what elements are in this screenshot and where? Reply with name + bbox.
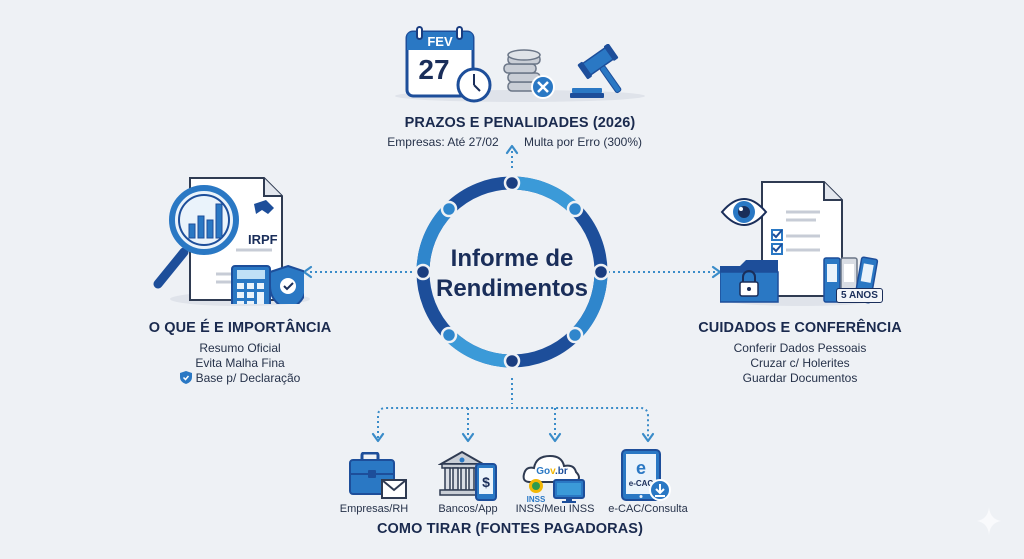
calendar-icon: FEV 27 [405, 26, 492, 103]
como-tirar-title: COMO TIRAR (FONTES PAGADORAS) [376, 521, 644, 537]
sparkle-icon [977, 507, 1001, 535]
svg-text:e: e [636, 458, 646, 478]
o-que-e-item-base-text: Base p/ Declaração [195, 371, 301, 385]
cuidados-item-guardar: Guardar Documentos [742, 371, 858, 385]
svg-text:$: $ [482, 474, 490, 490]
shield-check-icon [179, 371, 192, 384]
govbr-cloud-icon: Gov.br INSS [522, 454, 585, 504]
calendar-month: FEV [427, 34, 453, 49]
section-o-que-e: IRPF O QUE É E IMPORTÂNCIA Resumo Oficia… [130, 170, 350, 400]
o-que-e-item-malha: Evita Malha Fina [195, 356, 285, 370]
cuidados-item-conferir: Conferir Dados Pessoais [733, 341, 867, 355]
section-como-tirar: Empresas/RH $ Bancos/App Gov.br INSS INS… [330, 440, 690, 559]
prazos-item-empresas: Empresas: Até 27/02 [387, 135, 499, 149]
irpf-label: IRPF [248, 232, 278, 247]
cuidados-title: CUIDADOS E CONFERÊNCIA [698, 320, 902, 336]
calendar-day: 27 [418, 54, 450, 85]
ecac-tablet-icon: e e-CAC [621, 449, 671, 501]
source-label-bancos: Bancos/App [438, 503, 498, 515]
cuidados-item-cruzar: Cruzar c/ Holerites [750, 356, 850, 370]
section-cuidados: 5 ANOS CUIDADOS E CONFERÊNCIA Conferir D… [680, 170, 920, 400]
coins-cancel-icon [503, 49, 555, 99]
o-que-e-item-resumo: Resumo Oficial [199, 341, 281, 355]
gavel-icon [570, 44, 622, 98]
five-years-badge: 5 ANOS [836, 288, 883, 303]
prazos-item-multa: Multa por Erro (300%) [523, 135, 643, 149]
briefcase-mail-icon [349, 452, 407, 499]
source-label-empresas: Empresas/RH [339, 503, 409, 515]
svg-text:e-CAC: e-CAC [629, 479, 654, 488]
irpf-document-icon [153, 177, 304, 304]
center-ring [414, 174, 610, 370]
prazos-title: PRAZOS E PENALIDADES (2026) [404, 115, 636, 131]
section-prazos: FEV 27 PRAZOS E PENALIDADES (2026) Empre… [370, 0, 670, 160]
svg-text:INSS: INSS [527, 495, 546, 504]
bank-phone-icon: $ [438, 450, 497, 501]
center-title: Informe de Rendimentos [412, 244, 612, 304]
center-title-line2: Rendimentos [435, 275, 588, 302]
svg-text:Gov.br: Gov.br [536, 466, 568, 477]
o-que-e-item-base: Base p/ Declaração [130, 371, 350, 386]
source-label-ecac: e-CAC/Consulta [608, 503, 688, 515]
center-title-line1: Informe de [450, 245, 574, 272]
o-que-e-title: O QUE É E IMPORTÂNCIA [148, 320, 332, 336]
source-label-inss: INSS/Meu INSS [515, 503, 595, 515]
